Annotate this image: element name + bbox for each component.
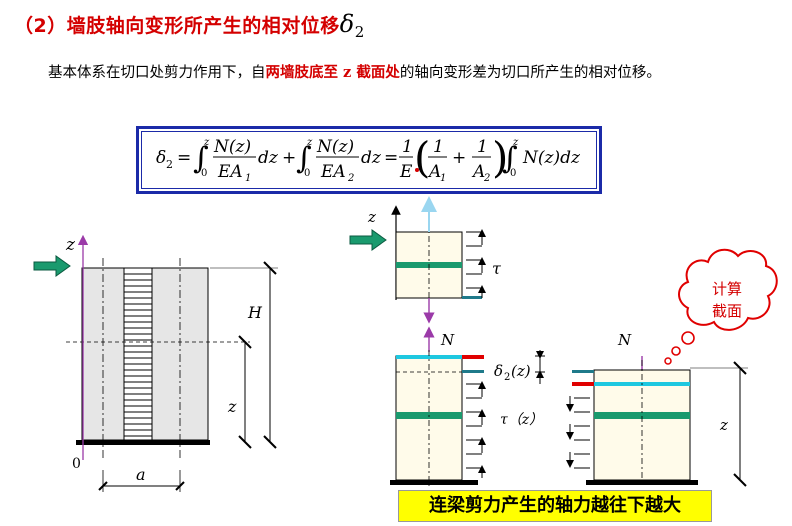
formula-box [136,126,602,194]
frac2-num: N(z) [316,137,354,157]
delta-subscript: 2 [354,22,365,41]
delta2z-arg: (z) [511,362,531,380]
conclusion-banner: 连梁剪力产生的轴力越往下越大 [398,490,712,522]
formula-eq-2: = [384,148,398,168]
paragraph-part-1: 基本体系在切口处剪力作用下，自 [48,65,266,81]
formula-tail: N(z)dz [522,148,581,168]
upper-teal-bar [462,296,482,299]
frac2-den: EA [320,162,346,182]
right-red-bar [572,382,594,386]
thought-cloud: 计算 截面 [664,248,778,365]
right-z-dimension-label: z [719,416,728,434]
lower-tau-z-label: τ（z） [500,412,543,428]
frac1-den: EA [217,162,243,182]
lower-tau-arrows [466,381,486,478]
lower-N-label: N [440,331,455,349]
left-push-arrow-icon [33,255,71,277]
upper-tau-label: τ [492,259,502,278]
cloud-shape [678,248,778,331]
cloud-label-line-2: 截面 [712,302,742,320]
int3-upper: z [512,137,519,148]
formula-plus-2: + [452,148,466,168]
lower-cyan-top [396,355,462,359]
one-over-E-num: 1 [402,137,413,157]
int1-lower: 0 [201,168,207,179]
right-base [586,480,698,485]
formula-lhs: δ [156,148,166,168]
delta-symbol: δ [339,10,355,38]
coupling-beam-lines [124,273,152,437]
frac1-num: N(z) [213,137,251,157]
formula-lhs-sub: 2 [166,158,173,171]
heading-text: （2）墙肢轴向变形所产生的相对位移 [14,15,340,37]
left-wall-figure: z 0 a H z [33,234,278,492]
frac1-den-sub: 1 [245,173,251,184]
E-den: E [399,162,413,182]
upper-tau-arrows [466,229,486,298]
section-heading: （2）墙肢轴向变形所产生的相对位移δ2 [14,10,365,41]
paren-close: ) [492,133,508,182]
formula-content: δ 2 = ∫ z 0 N(z) EA 1 dz + ∫ z 0 N(z) EA… [156,133,581,184]
A1-den: A [427,162,441,182]
A2-sub: 2 [483,173,490,184]
lower-free-body: N δ 2 (z) τ（z） [390,326,545,486]
int3-lower: 0 [510,168,516,179]
int2-lower: 0 [304,168,310,179]
dz-1: dz [258,148,279,168]
right-z-label: z [367,208,376,226]
dz-2: dz [361,148,382,168]
paragraph-highlight: 两墙肢底至 z 截面处 [265,64,400,81]
delta2z-label: δ [494,362,503,380]
right-tau-arrows [566,396,590,469]
right-N-label: N [617,331,632,349]
right-push-arrow-icon [349,229,387,251]
formula-eq: = [177,148,191,168]
right-beam [594,412,690,419]
delta2z-sub: 2 [504,372,510,383]
integral-sign-2: ∫ [296,141,312,176]
formula-plus: + [282,148,296,168]
left-z-label: z [65,235,76,255]
H-dimension-label: H [247,303,263,322]
integral-sign-3: ∫ [502,141,518,176]
lower-red-bar [462,355,484,359]
left-base [76,440,210,445]
cloud-label-line-1: 计算 [712,280,742,298]
explanation-paragraph: 基本体系在切口处剪力作用下，自两墙肢底至 z 截面处的轴向变形差为切口所产生的相… [14,60,784,86]
A2-num: 1 [477,137,488,157]
a-dimension-label: a [136,465,146,484]
upper-free-body: z τ [349,196,502,324]
paragraph-part-2: 的轴向变形差为切口所产生的相对位移。 [399,65,661,81]
A1-num: 1 [433,137,444,157]
paren-open: ( [414,133,430,182]
int1-upper: z [203,137,210,148]
lower-base [390,480,478,485]
A2-den: A [471,162,485,182]
int2-upper: z [306,137,313,148]
A1-sub: 1 [440,173,446,184]
z-dimension-label: z [227,397,237,416]
frac2-den-sub: 2 [347,173,354,184]
left-origin-label: 0 [72,456,81,472]
integral-sign-1: ∫ [193,141,209,176]
coupling-beams [123,267,153,441]
right-free-body: N z [566,331,748,487]
